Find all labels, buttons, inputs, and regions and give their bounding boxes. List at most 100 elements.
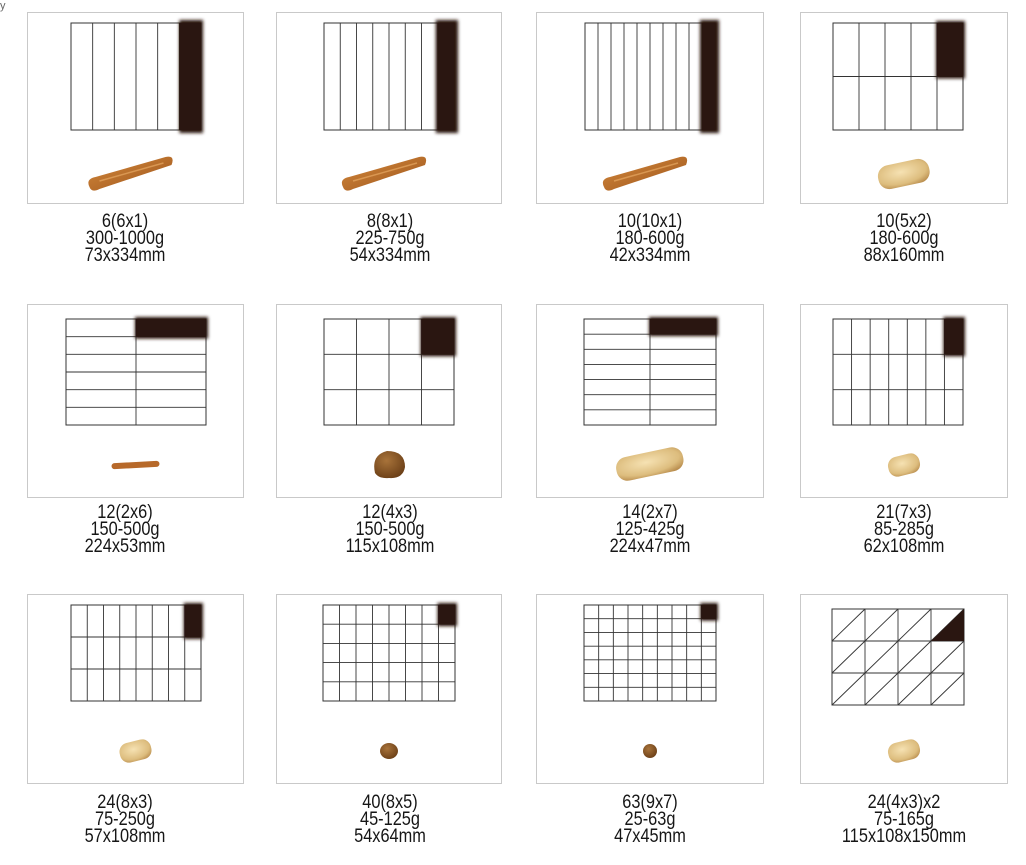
blade-highlight (185, 605, 201, 637)
division-count: 63(9x7) (555, 794, 744, 811)
bread-icon (603, 157, 687, 191)
cutting-grid (584, 319, 716, 425)
piece-size: 54x64mm (295, 828, 484, 845)
division-label: 10(5x2)180-600g88x160mm (809, 213, 998, 264)
weight-range: 225-750g (295, 230, 484, 247)
weight-range: 75-250g (30, 811, 219, 828)
cutting-grid (584, 605, 716, 701)
division-count: 24(8x3) (30, 794, 219, 811)
weight-range: 180-600g (809, 230, 998, 247)
weight-range: 125-425g (555, 521, 744, 538)
piece-size: 224x47mm (555, 538, 744, 555)
blade-highlight (179, 20, 203, 133)
blade-highlight (937, 23, 963, 77)
bread-icon (614, 445, 686, 483)
weight-range: 45-125g (295, 811, 484, 828)
division-count: 40(8x5) (295, 794, 484, 811)
division-label: 14(2x7)125-425g224x47mm (555, 504, 744, 555)
division-count: 10(10x1) (555, 213, 744, 230)
bread-icon (886, 451, 922, 478)
weight-range: 180-600g (555, 230, 744, 247)
piece-size: 115x108x150mm (809, 828, 998, 845)
weight-range: 300-1000g (30, 230, 219, 247)
cutting-grid (71, 23, 201, 130)
weight-range: 85-285g (809, 521, 998, 538)
blade-highlight (701, 605, 716, 619)
division-count: 6(6x1) (30, 213, 219, 230)
division-count: 24(4x3)x2 (809, 794, 998, 811)
cutting-grid (324, 319, 454, 425)
bread-icon (886, 737, 922, 764)
cutting-grid (324, 23, 454, 130)
piece-size: 73x334mm (30, 247, 219, 264)
blade-highlight (944, 319, 963, 354)
piece-size: 224x53mm (30, 538, 219, 555)
division-diagram (536, 594, 764, 784)
piece-size: 57x108mm (30, 828, 219, 845)
blade-highlight (650, 319, 716, 334)
bread-icon (88, 157, 172, 191)
division-count: 12(2x6) (30, 504, 219, 521)
division-diagram (800, 304, 1008, 498)
division-diagram (276, 304, 502, 498)
weight-range: 150-500g (30, 521, 219, 538)
division-diagram (800, 594, 1008, 784)
cutting-grid (833, 319, 963, 425)
division-diagram (536, 304, 764, 498)
division-diagram (536, 12, 764, 204)
weight-range: 75-165g (809, 811, 998, 828)
cutting-grid (323, 605, 455, 701)
cutting-grid (585, 23, 715, 130)
cutting-grid (71, 605, 201, 701)
weight-range: 25-63g (555, 811, 744, 828)
bread-icon (342, 157, 426, 191)
division-count: 12(4x3) (295, 504, 484, 521)
bread-icon (111, 461, 159, 470)
division-diagram (276, 12, 502, 204)
piece-size: 42x334mm (555, 247, 744, 264)
blade-highlight (931, 609, 964, 641)
bread-icon (118, 737, 154, 764)
blade-highlight (700, 20, 719, 133)
blade-highlight (422, 319, 455, 354)
cutting-grid (833, 23, 963, 130)
cutting-grid (832, 609, 964, 705)
piece-size: 115x108mm (295, 538, 484, 555)
division-diagram (27, 304, 244, 498)
bread-icon (876, 157, 932, 191)
piece-size: 54x334mm (295, 247, 484, 264)
cutting-grid (66, 319, 206, 425)
blade-highlight (436, 20, 458, 133)
division-diagram (800, 12, 1008, 204)
blade-highlight (136, 319, 206, 337)
weight-range: 150-500g (295, 521, 484, 538)
piece-size: 88x160mm (809, 247, 998, 264)
division-diagram (27, 12, 244, 204)
bread-icon (374, 451, 405, 478)
division-diagram (276, 594, 502, 784)
piece-size: 47x45mm (555, 828, 744, 845)
division-count: 8(8x1) (295, 213, 484, 230)
division-count: 21(7x3) (809, 504, 998, 521)
bread-icon (643, 744, 657, 758)
